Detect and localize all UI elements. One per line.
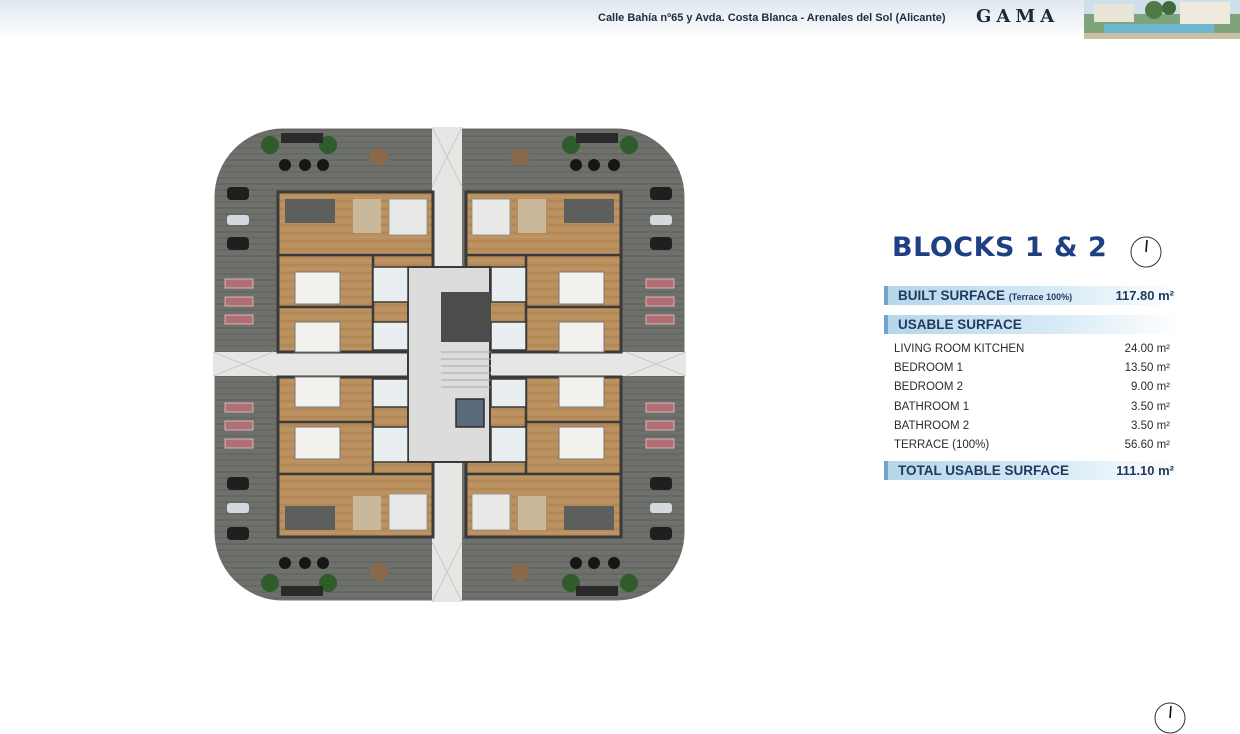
built-surface-label: BUILT SURFACE xyxy=(898,288,1005,303)
room-value: 3.50 m² xyxy=(1131,401,1170,413)
total-usable-label: TOTAL USABLE SURFACE xyxy=(898,463,1070,478)
room-value: 9.00 m² xyxy=(1131,381,1170,393)
built-surface-note: (Terrace 100%) xyxy=(1008,292,1073,302)
brand-logo: GAMA xyxy=(976,6,1060,27)
header-photo xyxy=(1084,0,1240,39)
usable-surface-header: USABLE SURFACE xyxy=(884,315,1180,334)
room-label: BEDROOM 1 xyxy=(894,362,964,374)
north-arrow-icon xyxy=(1130,236,1162,268)
room-label: TERRACE (100%) xyxy=(894,439,990,451)
north-arrow-icon xyxy=(1154,702,1186,734)
usable-surface-label: USABLE SURFACE xyxy=(898,317,1022,332)
room-value: 13.50 m² xyxy=(1124,362,1170,374)
total-usable-row: TOTAL USABLE SURFACE 111.10 m² xyxy=(884,461,1180,480)
room-value: 24.00 m² xyxy=(1124,343,1170,355)
room-label: LIVING ROOM KITCHEN xyxy=(894,343,1025,355)
header-bar xyxy=(0,0,1240,38)
total-usable-value: 111.10 m² xyxy=(1116,463,1174,478)
room-value: 3.50 m² xyxy=(1131,420,1170,432)
built-surface-value: 117.80 m² xyxy=(1115,288,1174,303)
project-address: Calle Bahía nº65 y Avda. Costa Blanca - … xyxy=(598,12,946,24)
project-logo-clipped: ▀▀▀▀▀ ▀▀▀▀▀▀▀▀▀▀ xyxy=(592,0,952,12)
room-label: BEDROOM 2 xyxy=(894,381,964,393)
room-label: BATHROOM 1 xyxy=(894,401,970,413)
room-value: 56.60 m² xyxy=(1124,439,1170,451)
plan-title: BLOCKS 1 & 2 xyxy=(892,232,1108,263)
room-label: BATHROOM 2 xyxy=(894,420,970,432)
built-surface-row: BUILT SURFACE (Terrace 100%) 117.80 m² xyxy=(884,286,1180,305)
floor-plan xyxy=(213,127,686,602)
